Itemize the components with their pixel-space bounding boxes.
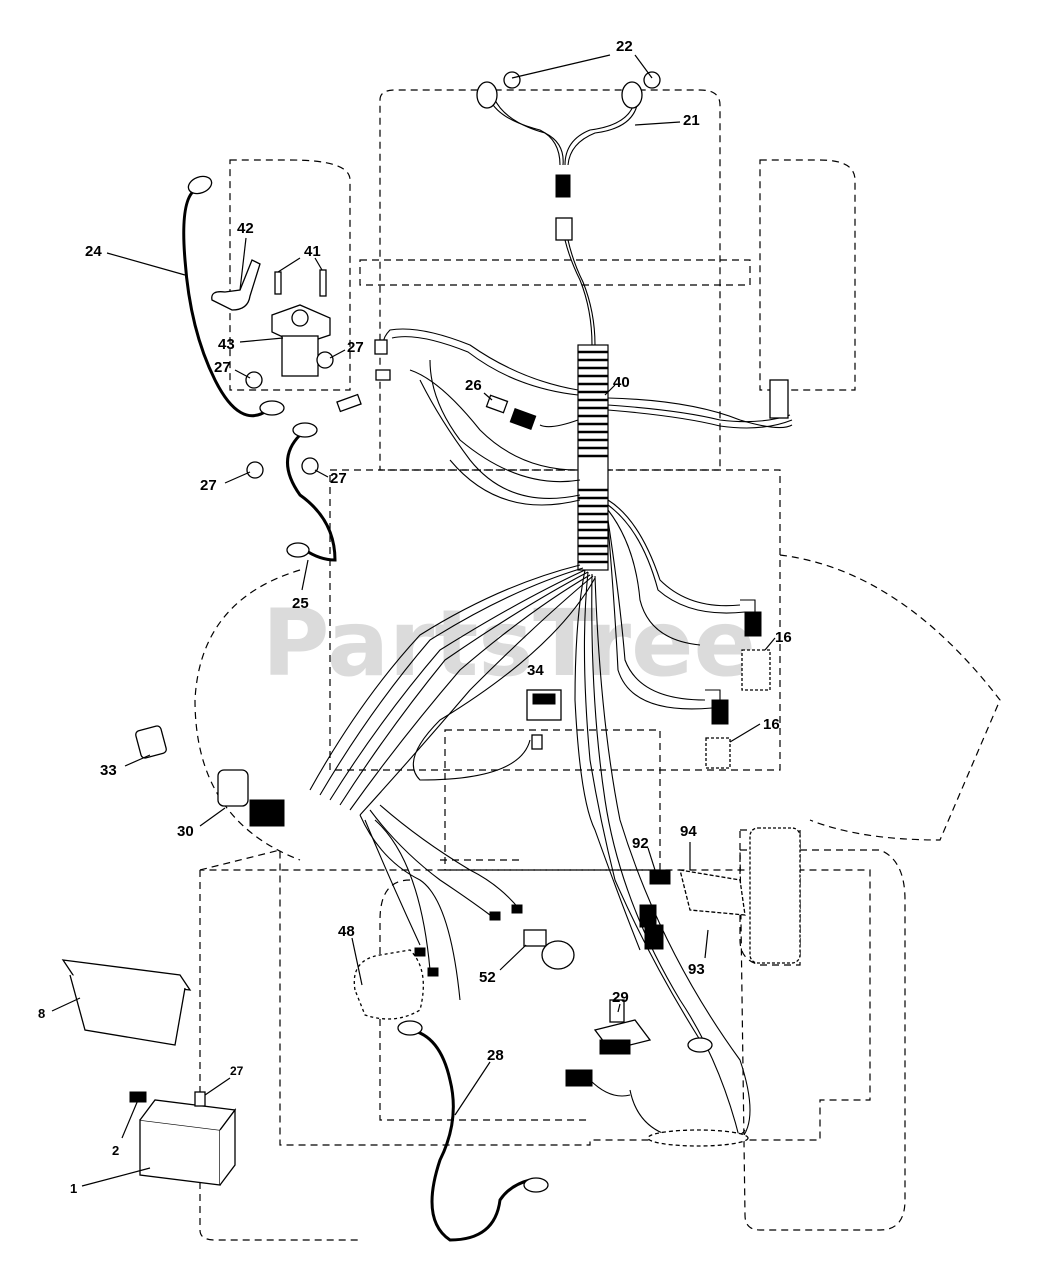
callout-22: 22: [616, 38, 633, 55]
leader-lines: [51, 54, 776, 1187]
callout-21: 21: [683, 112, 700, 129]
callout-16: 16: [775, 629, 792, 646]
callout-34: 34: [527, 662, 544, 679]
callout-41: 41: [304, 243, 321, 260]
callout-30: 30: [177, 823, 194, 840]
callout-24: 24: [85, 243, 102, 260]
callout-2: 2: [112, 1143, 119, 1158]
callout-33: 33: [100, 762, 117, 779]
callout-28: 28: [487, 1047, 504, 1064]
callout-40: 40: [613, 374, 630, 391]
callout-27: 27: [214, 359, 231, 376]
harness-wires: [309, 328, 793, 1141]
watermark: PartsTree: [262, 590, 756, 697]
callout-42: 42: [237, 220, 254, 237]
callout-93: 93: [688, 961, 705, 978]
callout-43: 43: [218, 336, 235, 353]
callout-27: 27: [330, 470, 347, 487]
callout-52: 52: [479, 969, 496, 986]
callout-1: 1: [70, 1181, 77, 1196]
callout-27: 27: [347, 339, 364, 356]
headlight-harness: [476, 71, 661, 346]
cable-24: [182, 188, 270, 418]
harness-conduit: [577, 344, 609, 571]
callout-48: 48: [338, 923, 355, 940]
callout-29: 29: [612, 989, 629, 1006]
callout-16: 16: [763, 716, 780, 733]
cable-28: [408, 1028, 532, 1242]
callout-8: 8: [38, 1006, 45, 1021]
parts: [61, 175, 801, 1242]
callout-25: 25: [292, 595, 309, 612]
callout-27: 27: [230, 1064, 244, 1078]
callout-26: 26: [465, 377, 482, 394]
callout-labels: 22 21 24 42 41 43 27 27 27 27 27 26 40 2…: [38, 38, 792, 1196]
cable-25: [286, 433, 337, 562]
callout-94: 94: [680, 823, 697, 840]
callout-27: 27: [200, 477, 217, 494]
callout-92: 92: [632, 835, 649, 852]
